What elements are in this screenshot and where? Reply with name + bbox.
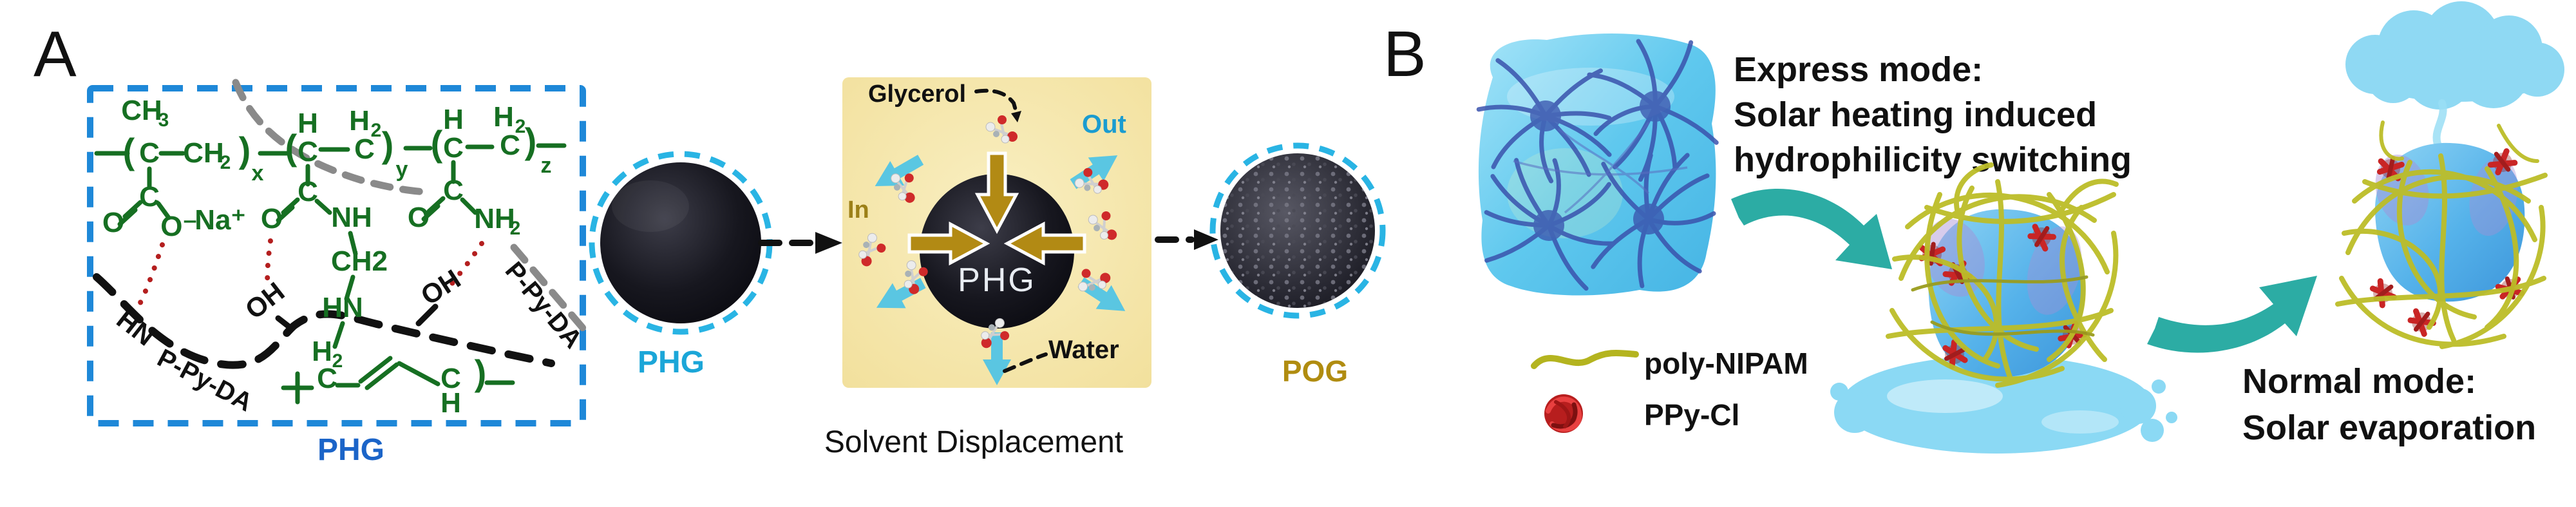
chem-label-u3-bracket-open: (	[431, 123, 443, 164]
glycerol-pointer	[974, 88, 1018, 114]
chem-label-u2-index: y	[396, 157, 408, 182]
chem-label-u3-c2: C	[500, 129, 520, 161]
chem-label-frag-h2: H	[312, 336, 332, 367]
chem-label-carboxyl-c: C	[139, 181, 160, 213]
chem-label-frag-h2-sub: 2	[332, 350, 343, 372]
express-mode-text: Express mode: Solar heating induced hydr…	[1734, 50, 2132, 179]
chem-label-u1-bracket-close: )	[239, 129, 251, 170]
structure-bonds	[94, 143, 567, 405]
ppy-cl-icon	[1544, 394, 1583, 433]
chem-label-amide1-c: C	[298, 176, 318, 207]
chem-label-amide2-nh-sub: 2	[510, 218, 521, 239]
chem-label-frag-c1: C	[317, 363, 337, 394]
chem-label-u2-h2-sub: 2	[371, 120, 382, 141]
panel-a-label: A	[33, 18, 77, 90]
chem-label-u1-index: x	[252, 161, 264, 186]
pog-label: POG	[1282, 354, 1348, 388]
panel-b: B Express mode: Solar heating induced hy…	[1383, 1, 2564, 454]
hydrogel-block	[1465, 31, 1723, 300]
express-line-3: hydrophilicity switching	[1734, 140, 2132, 179]
chem-label-u2-bracket-close: )	[382, 124, 394, 165]
chem-label-u2-h2: H	[349, 105, 370, 137]
phg-sphere-label: PHG	[638, 345, 705, 379]
chem-label-hbond-hn: HN	[111, 303, 161, 351]
arrow-phg-to-box	[758, 232, 842, 254]
panel-a: A	[33, 18, 1386, 467]
structure-caption: PHG	[317, 433, 384, 467]
vapor-cloud	[2345, 1, 2564, 110]
chem-label-amide2-nh: NH	[474, 203, 515, 234]
out-label: Out	[1082, 110, 1126, 139]
wet-gel-figure	[1830, 162, 2177, 454]
water-label: Water	[1048, 336, 1119, 364]
chem-label-u3-h: H	[443, 104, 464, 135]
chem-label-u2-bracket-open: (	[285, 127, 298, 167]
poly-nipam-fibers	[1886, 162, 2119, 388]
chem-label-amide1-hn: HN	[322, 292, 363, 323]
chem-label-amide2-c: C	[443, 175, 464, 206]
chem-label-p-py-da-1: P-Py-DA	[153, 344, 257, 417]
solvent-sphere-label: PHG	[958, 262, 1036, 299]
chem-label-frag-bracket-close: )	[475, 352, 487, 393]
chem-label-u3-index: z	[541, 153, 552, 178]
arrow-box-to-pog	[1155, 229, 1218, 250]
express-line-1: Express mode:	[1734, 50, 1983, 89]
poly-nipam-icon	[1531, 349, 1639, 369]
chem-label-u1-ch: CH	[121, 95, 162, 126]
chem-label-amide1-nh: NH	[331, 202, 372, 233]
solvent-phg-sphere	[920, 174, 1074, 329]
chem-label-u3-c1: C	[443, 132, 464, 164]
p-py-da-chain	[93, 273, 555, 369]
poly-nipam-label: poly-NIPAM	[1644, 347, 1808, 380]
water-puddle	[1830, 356, 2177, 454]
chem-label-u3-h2-sub: 2	[515, 116, 526, 137]
chem-label-u2-c2: C	[354, 133, 375, 165]
normal-mode-text: Normal mode: Solar evaporation	[2242, 362, 2536, 447]
chem-label-sodium: Na⁺	[194, 204, 245, 236]
chem-label-frag-c2: C	[440, 363, 461, 394]
chem-label-u3-h2: H	[493, 101, 514, 133]
chem-label-hbond-oh-2: OH	[415, 263, 466, 311]
chem-label-carboxyl-o-minus: O⁻	[160, 211, 197, 242]
chem-label-u1-c: C	[139, 137, 160, 169]
chem-label-u1-ch2: CH	[183, 137, 224, 169]
ppy-cl-label: PPy-Cl	[1644, 398, 1739, 432]
water-pointer	[1003, 352, 1048, 373]
chem-label-frag-h: H	[440, 387, 461, 419]
gray-strands	[232, 79, 594, 340]
chem-label-u1-bracket-open: (	[123, 131, 135, 171]
chem-label-hbond-oh-1: OH	[240, 276, 290, 325]
structure-box-border	[87, 85, 586, 426]
legend: poly-NIPAM PPy-Cl	[1531, 347, 1808, 433]
chem-label-amide2-o: O	[408, 202, 430, 233]
chem-label-u1-ch2-sub: 2	[220, 152, 231, 173]
normal-line-1: Normal mode:	[2242, 362, 2476, 401]
pog-sphere-dashed-ring	[1209, 142, 1386, 319]
chem-label-u2-h: H	[298, 108, 318, 139]
chem-label-u1-ch-sub: 3	[158, 110, 169, 131]
chem-label-amide1-ch2: CH2	[331, 245, 388, 277]
solvent-displacement-box: PHG Glycerol Out In Water	[842, 77, 1151, 388]
chem-label-u3-bracket-close: )	[525, 120, 537, 161]
chem-label-p-py-da-2: P-Py-DA	[500, 256, 588, 354]
in-label: In	[848, 196, 869, 224]
normal-line-2: Solar evaporation	[2242, 408, 2536, 447]
chem-label-amide1-o: O	[261, 203, 283, 234]
teal-arrow-hydrogel-to-cube	[1731, 188, 1892, 269]
glycerol-label: Glycerol	[868, 81, 966, 108]
panel-b-label: B	[1383, 18, 1426, 90]
express-line-2: Solar heating induced	[1734, 95, 2097, 134]
chem-label-carboxyl-o: O	[102, 207, 124, 238]
poly-nipam-fibers-dry	[2335, 120, 2548, 349]
dry-gel-figure	[2335, 1, 2564, 349]
chem-label-u2-c1: C	[298, 136, 318, 167]
teal-arrow-cube-to-dry	[2147, 276, 2317, 353]
solvent-displacement-caption: Solvent Displacement	[824, 425, 1123, 459]
phg-sphere	[600, 162, 761, 323]
vapor-wisp	[2432, 99, 2447, 149]
hydrogen-bonds	[135, 238, 484, 311]
